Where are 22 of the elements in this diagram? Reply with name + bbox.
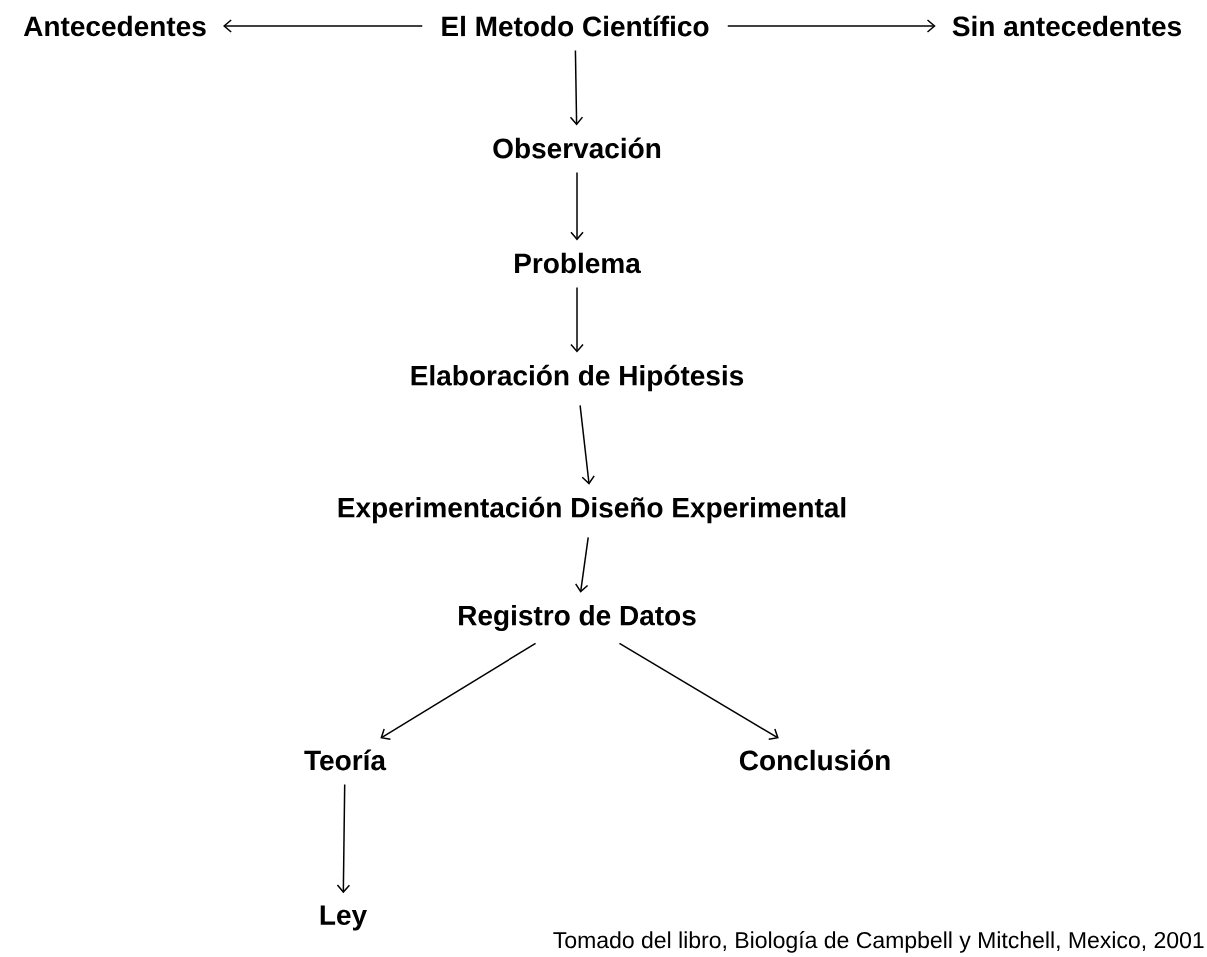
step-label: Elaboración de Hipótesis [411,364,744,392]
step-label: El Metodo Científico [442,15,709,37]
arrow [223,19,423,33]
arrow [380,642,537,740]
arrow [618,642,779,741]
caption: Tomado del libro, Biología de Campbell y Mitchell, Mexico, 2001 [553,931,1204,953]
arrow [579,404,595,485]
arrow [570,171,584,241]
step-label: Teoría [304,749,387,771]
step-label: Sin antecedentes [952,15,1181,37]
step-label: Conclusión [739,749,890,771]
arrow [569,49,584,126]
step-label: Experimentación Diseño Experimental [338,496,846,524]
step-label: Problema [515,252,641,274]
arrow [336,783,351,894]
arrow [727,19,936,33]
step-label: Ley [320,905,367,931]
arrow [570,286,584,353]
step-label: Antecedentes [23,15,206,37]
step-label: Registro de Datos [459,604,696,632]
arrow [574,536,589,593]
step-label: Observación [493,137,661,159]
